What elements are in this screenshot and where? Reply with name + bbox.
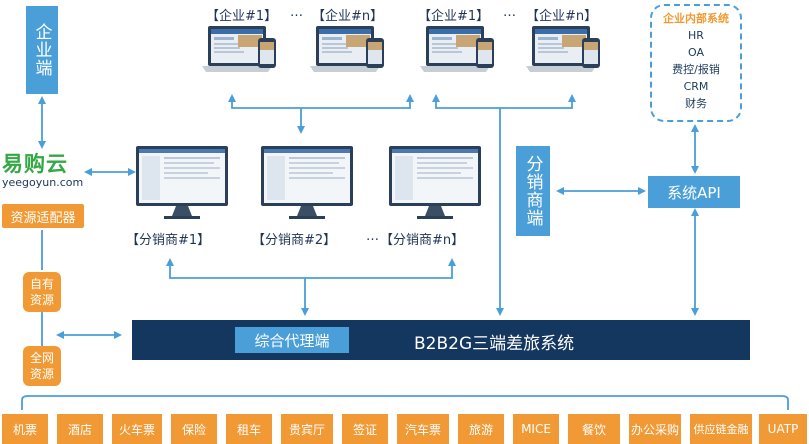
enterprise-laptop-icon xyxy=(526,26,600,72)
category-button[interactable]: 租车 xyxy=(226,414,272,444)
category-button[interactable]: 保险 xyxy=(171,414,217,444)
enterprise-label: 【企业#n】 xyxy=(312,9,384,24)
category-button[interactable]: 机票 xyxy=(2,414,48,444)
category-button[interactable]: 签证 xyxy=(342,414,388,444)
enterprise-side-box: 企业端 xyxy=(26,6,58,94)
enterprise-laptop-icon xyxy=(202,26,276,72)
internal-systems-title: 企业内部系统 xyxy=(663,12,729,25)
resource-adapter-box: 资源适配器 xyxy=(2,204,84,228)
distributor-label: 【分销商#2】 xyxy=(252,233,337,248)
distributor-monitor-icon xyxy=(389,146,481,219)
internal-system-item: CRM xyxy=(683,80,709,93)
yeegoyun-domain: yeegoyun.com xyxy=(2,176,84,189)
category-button[interactable]: 餐饮 xyxy=(568,414,620,444)
ellipsis-label: … xyxy=(503,5,516,20)
internal-system-item: 财务 xyxy=(685,97,707,110)
category-button[interactable]: UATP xyxy=(759,414,807,444)
ellipsis-label: … xyxy=(366,229,379,244)
distributor-monitor-icon xyxy=(261,146,353,219)
internal-system-item: 费控/报销 xyxy=(672,63,720,76)
system-api-box: 系统API xyxy=(648,176,740,208)
net-resources-badge: 全网资源 xyxy=(23,346,61,386)
enterprise-label: 【企业#1】 xyxy=(206,9,278,24)
connector-lines xyxy=(21,94,789,410)
distributor-label: 【分销商#1】 xyxy=(126,233,211,248)
category-button[interactable]: 供应链金融 xyxy=(690,414,752,444)
internal-system-item: OA xyxy=(688,46,704,59)
yeegoyun-logo-text: 易购云 xyxy=(2,152,68,176)
distributor-monitor-icon xyxy=(136,146,228,219)
category-button[interactable]: 汽车票 xyxy=(397,414,449,444)
enterprise-laptop-icon xyxy=(310,26,384,72)
category-button[interactable]: 酒店 xyxy=(57,414,103,444)
main-system-title: B2B2G三端差旅系统 xyxy=(414,334,575,354)
internal-system-item: HR xyxy=(688,29,704,42)
enterprise-label: 【企业#1】 xyxy=(418,9,490,24)
enterprise-label: 【企业#n】 xyxy=(526,9,598,24)
category-button[interactable]: MICE xyxy=(513,414,559,444)
ellipsis-label: … xyxy=(290,5,303,20)
agent-box: 综合代理端 xyxy=(235,327,349,353)
category-button[interactable]: 旅游 xyxy=(458,414,504,444)
distributor-side-box: 分销商端 xyxy=(516,146,550,236)
category-button[interactable]: 火车票 xyxy=(112,414,162,444)
category-button[interactable]: 贵宾厅 xyxy=(281,414,333,444)
distributor-label: 【分销商#n】 xyxy=(380,233,465,248)
enterprise-laptop-icon xyxy=(420,26,494,72)
yeegoyun-logo: 易购云 yeegoyun.com xyxy=(2,152,86,190)
main-system-bar: 综合代理端 B2B2G三端差旅系统 xyxy=(132,320,750,360)
internal-systems-box: 企业内部系统 HR OA 费控/报销 CRM 财务 xyxy=(650,4,742,122)
own-resources-badge: 自有资源 xyxy=(23,272,61,312)
category-button[interactable]: 办公采购 xyxy=(629,414,681,444)
